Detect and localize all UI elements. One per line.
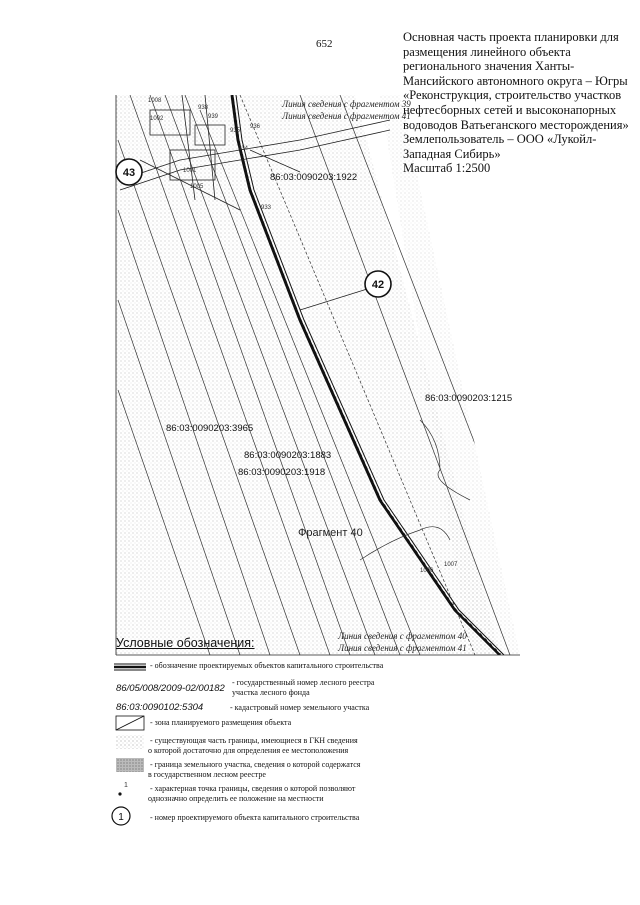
legend-item-forest-boundary: - граница земельного участка, сведения о…: [148, 760, 361, 780]
legend-item-forest-registry: - государственный номер лесного реестра …: [232, 678, 374, 698]
legend-code-forest-registry: 86/05/008/2009-02/00182: [116, 683, 225, 694]
parcel-label: 86:03:0090203:1215: [425, 393, 512, 404]
legend-text: - кадастровый номер земельного участка: [230, 703, 370, 712]
forest-zone: [116, 95, 500, 655]
point-label: 1006: [420, 568, 434, 574]
map-body: [116, 95, 520, 655]
object-number-circle: [115, 158, 143, 186]
legend-title: Условные обозначения:: [116, 636, 255, 650]
project-title: Основная часть проекта планировки для ра…: [403, 30, 635, 176]
link-line-label: Линия сведения с фрагментом 40: [337, 631, 467, 641]
terrain-contour: [419, 419, 471, 501]
title-line: «Реконструкция, строительство участков: [403, 88, 622, 103]
legend-text: - граница земельного участка, сведения о…: [150, 760, 361, 769]
title-line: Землепользователь – ООО «Лукойл-: [403, 132, 597, 147]
legend-text: - номер проектируемого объекта капитальн…: [150, 813, 360, 822]
point-label: 935: [230, 128, 241, 134]
parcel-label: 86:03:0090203:1922: [270, 172, 357, 183]
title-line: Мансийского автономного округа – Югры: [403, 73, 628, 88]
title-line: Основная часть проекта планировки для: [403, 30, 619, 44]
point-label: 933: [261, 205, 272, 211]
legend-symbols: [111, 663, 146, 826]
project-object-line: [230, 95, 505, 655]
point-label: 1007: [444, 562, 458, 568]
legend-symbol-point: [118, 792, 122, 796]
link-line-label: Линия сведения с фрагментом 41: [281, 111, 411, 121]
object-number: 43: [123, 167, 135, 179]
legend-text: - существующая часть границы, имеющиеся …: [150, 736, 358, 745]
point-label: 934: [238, 146, 249, 152]
link-line-label: Линия сведения с фрагментом 39: [281, 99, 411, 109]
point-label: 936: [250, 124, 261, 130]
object-number-circle: [364, 270, 392, 298]
title-line: Масштаб 1:2500: [403, 161, 491, 176]
object-number: 42: [372, 279, 384, 291]
infrastructure-cluster: [119, 95, 391, 211]
title-line: нефтесборных сетей и высоконапорных: [403, 102, 617, 117]
legend-symbol-zone: [115, 715, 145, 731]
legend-item-point: - характерная точка границы, сведения о …: [148, 784, 356, 804]
legend-symbol-circle: [111, 806, 131, 826]
page-number: 652: [316, 38, 333, 50]
legend-point-label: 1: [124, 782, 128, 789]
point-label: 1001: [183, 168, 197, 174]
point-labels: 1008 1002 1001 1005 1006 1007 933 934 93…: [148, 98, 458, 574]
legend-symbol-forest: [116, 758, 144, 772]
terrain-contour: [359, 526, 451, 561]
legend-item-object-number: - номер проектируемого объекта капитальн…: [150, 813, 359, 823]
legend-text: - характерная точка границы, сведения о …: [150, 784, 356, 793]
legend-text: - зона планируемого размещения объекта: [150, 718, 292, 727]
forest-zone-east: [380, 95, 520, 655]
point-label: 938: [198, 105, 209, 111]
parcel-label: 86:03:0090203:1883: [244, 450, 331, 461]
legend-text: однозначно определить ее положение на ме…: [148, 794, 324, 803]
legend-text: - государственный номер лесного реестра: [232, 678, 375, 687]
legend-item-gkn: - существующая часть границы, имеющиеся …: [148, 736, 358, 756]
legend-text: участка лесного фонда: [232, 688, 310, 697]
title-line: Западная Сибирь»: [403, 146, 501, 161]
parcel-label: 86:03:0090203:3965: [166, 423, 253, 434]
legend-text: в государственном лесном реестре: [148, 770, 266, 779]
legend-item-project: - обозначение проектируемых объектов кап…: [150, 661, 383, 671]
point-label: 1005: [190, 184, 204, 190]
parcel-label: 86:03:0090203:1918: [238, 467, 325, 478]
legend-symbol-gkn: [116, 735, 144, 749]
fragment-label: Фрагмент 40: [298, 527, 363, 539]
point-label: 939: [208, 114, 219, 120]
point-label: 1008: [148, 98, 162, 104]
legend-code-cadastral: 86:03:0090102:5304: [116, 702, 204, 713]
link-line-label: Линия сведения с фрагментом 41: [337, 643, 467, 653]
legend-text: о которой достаточно для определения ее …: [148, 746, 349, 755]
title-line: водоводов Ватьеганского месторождения»: [403, 117, 629, 132]
point-label: 1002: [150, 116, 164, 122]
legend-item-zone: - зона планируемого размещения объекта: [150, 718, 291, 728]
legend-text: - обозначение проектируемых объектов кап…: [150, 661, 384, 670]
legend-item-cadastral: - кадастровый номер земельного участка: [230, 703, 369, 713]
leader-line: [249, 149, 301, 173]
parcel-boundaries: [117, 95, 520, 655]
title-line: регионального значения Ханты-: [403, 59, 575, 74]
legend-circle-label: 1: [118, 812, 124, 823]
title-line: размещения линейного объекта: [403, 44, 571, 59]
legend-symbol-zone: [115, 715, 145, 731]
